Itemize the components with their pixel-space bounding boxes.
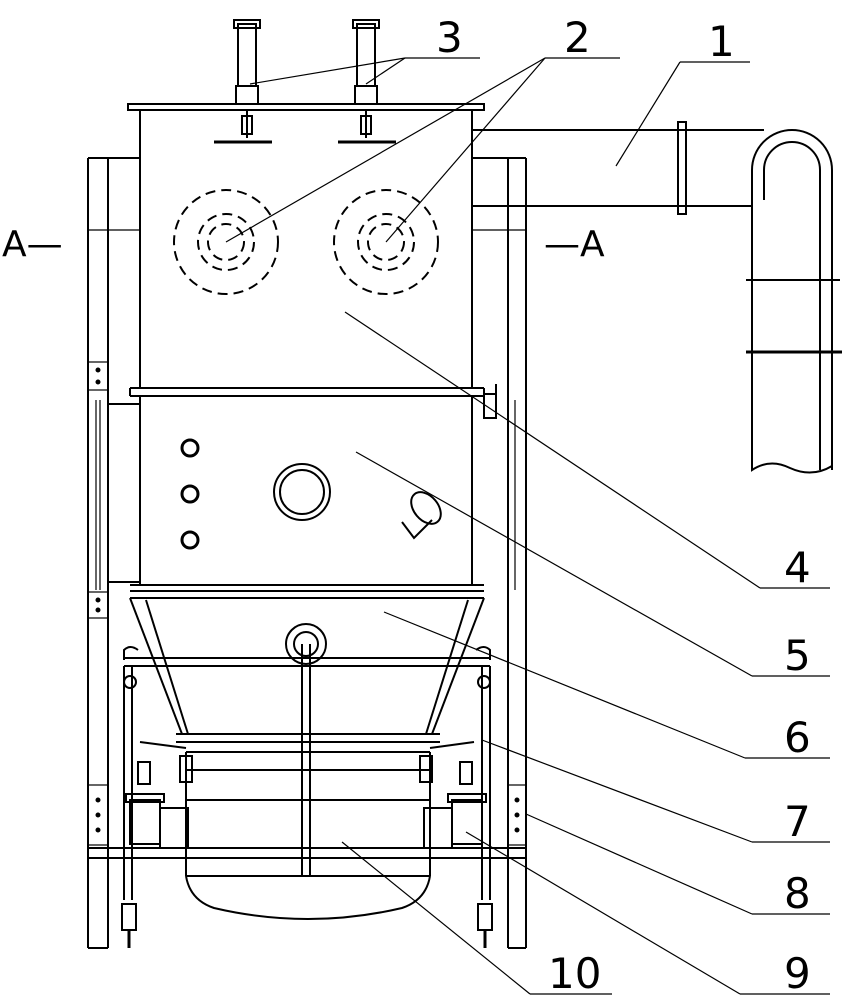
section-mark-right: —A <box>544 224 605 265</box>
exhaust-duct <box>472 121 842 474</box>
callout-10: 10 <box>548 949 601 998</box>
lift-cylinders <box>125 755 487 849</box>
callout-9: 9 <box>784 949 811 998</box>
callout-2: 2 <box>564 13 591 62</box>
callout-5: 5 <box>784 631 811 680</box>
support-frame <box>87 157 527 949</box>
material-container <box>185 751 431 920</box>
callout-7: 7 <box>784 797 811 846</box>
top-cylinders <box>214 19 396 144</box>
casters <box>121 903 493 948</box>
callout-6: 6 <box>784 713 811 762</box>
section-mark-left: A— <box>2 224 63 265</box>
callout-4: 4 <box>784 543 811 592</box>
callout-8: 8 <box>784 869 811 918</box>
middle-chamber <box>108 384 497 592</box>
callout-3: 3 <box>436 13 463 62</box>
upper-chamber <box>127 103 485 397</box>
callout-1: 1 <box>708 17 735 66</box>
leader-lines <box>225 57 830 995</box>
spray-nozzles <box>173 189 439 295</box>
lift-frame <box>123 646 491 900</box>
